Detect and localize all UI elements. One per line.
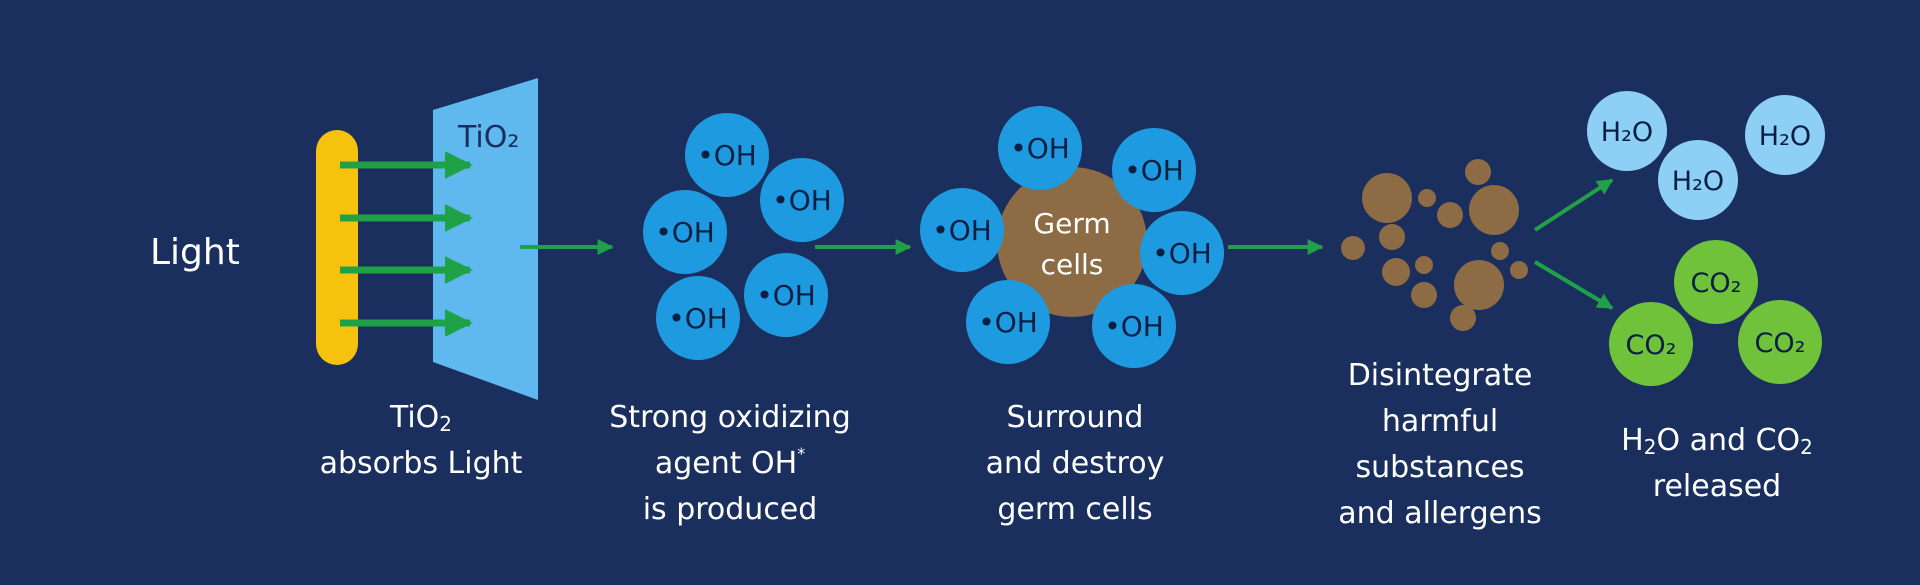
light-source-bar bbox=[316, 130, 358, 365]
oh-radical-label: •OH bbox=[655, 216, 715, 249]
caption-oxidize-line2: agent OH* bbox=[654, 444, 806, 482]
oh-radical-label: •OH bbox=[697, 139, 757, 172]
caption-surround-line1: Surround bbox=[1006, 400, 1144, 435]
oh-radical-label: •OH bbox=[1124, 154, 1184, 187]
co2-molecule-label: CO₂ bbox=[1691, 268, 1742, 299]
debris-particle bbox=[1418, 189, 1436, 207]
germ-cell-label-line1: Germ bbox=[1033, 207, 1110, 240]
germ-cell-label-line2: cells bbox=[1041, 248, 1104, 281]
co2-cluster: CO₂ CO₂ CO₂ bbox=[1609, 240, 1822, 386]
oh-radical-label: •OH bbox=[756, 279, 816, 312]
oh-radical-label: •OH bbox=[1104, 310, 1164, 343]
caption-disintegrate-line1: Disintegrate bbox=[1347, 358, 1533, 393]
oh-radical bbox=[643, 190, 727, 274]
oh-radical bbox=[920, 188, 1004, 272]
co2-molecule bbox=[1609, 302, 1693, 386]
oh-radical-cluster: •OH •OH •OH •OH •OH bbox=[643, 113, 844, 360]
light-label: Light bbox=[150, 232, 240, 273]
oh-radical bbox=[744, 253, 828, 337]
tio2-panel-label: TiO₂ bbox=[457, 120, 519, 155]
debris-particle bbox=[1411, 282, 1437, 308]
debris-particle bbox=[1450, 305, 1476, 331]
debris-particle bbox=[1465, 159, 1491, 185]
water-molecule bbox=[1587, 91, 1667, 171]
debris-particle bbox=[1415, 256, 1433, 274]
debris-particle bbox=[1341, 236, 1365, 260]
germ-attack-cluster: Germ cells •OH •OH •OH •OH •OH •OH bbox=[920, 106, 1224, 368]
water-molecule-label: H₂O bbox=[1759, 121, 1811, 152]
oh-radical bbox=[1092, 284, 1176, 368]
oh-radical-label: •OH bbox=[932, 214, 992, 247]
debris-cluster bbox=[1341, 159, 1528, 331]
caption-disintegrate-line4: and allergens bbox=[1338, 496, 1542, 531]
output-arrow-co2 bbox=[1533, 260, 1614, 310]
debris-particle bbox=[1382, 258, 1410, 286]
caption-oxidize-line3: is produced bbox=[642, 492, 818, 527]
oh-radical-label: •OH bbox=[668, 302, 728, 335]
oh-radical bbox=[1140, 211, 1224, 295]
co2-molecule bbox=[1738, 300, 1822, 384]
debris-particle bbox=[1491, 242, 1509, 260]
co2-molecule-label: CO₂ bbox=[1626, 330, 1677, 361]
water-molecule-label: H₂O bbox=[1601, 117, 1653, 148]
oh-radical bbox=[760, 158, 844, 242]
caption-disintegrate-line3: substances bbox=[1355, 450, 1525, 485]
caption-oxidize-line1: Strong oxidizing bbox=[609, 400, 851, 435]
co2-molecule-label: CO₂ bbox=[1755, 328, 1806, 359]
water-molecule bbox=[1658, 140, 1738, 220]
oh-radical-label: •OH bbox=[772, 184, 832, 217]
caption-absorb-line2: absorbs Light bbox=[319, 446, 523, 481]
caption-surround-line3: germ cells bbox=[997, 492, 1153, 527]
caption-surround-line2: and destroy bbox=[985, 446, 1165, 481]
oh-radical-label: •OH bbox=[1152, 237, 1212, 270]
oh-radical bbox=[656, 276, 740, 360]
debris-particle bbox=[1437, 202, 1463, 228]
oh-radical bbox=[1112, 128, 1196, 212]
water-molecule-label: H₂O bbox=[1672, 166, 1724, 197]
debris-particle bbox=[1469, 185, 1519, 235]
germ-cell bbox=[997, 167, 1147, 317]
output-arrow-water bbox=[1533, 178, 1614, 232]
oh-radical-label: •OH bbox=[978, 306, 1038, 339]
oh-radical bbox=[966, 280, 1050, 364]
debris-particle bbox=[1362, 173, 1412, 223]
water-molecule bbox=[1745, 95, 1825, 175]
caption-release-line2: released bbox=[1652, 469, 1782, 504]
co2-molecule bbox=[1674, 240, 1758, 324]
oh-radical-label: •OH bbox=[1010, 132, 1070, 165]
debris-particle bbox=[1379, 224, 1405, 250]
debris-particle bbox=[1454, 260, 1504, 310]
water-cluster: H₂O H₂O H₂O bbox=[1587, 91, 1825, 220]
oh-radical bbox=[685, 113, 769, 197]
caption-release-line1: H2O and CO2 bbox=[1621, 423, 1813, 459]
caption-disintegrate-line2: harmful bbox=[1381, 404, 1499, 439]
oh-radical bbox=[998, 106, 1082, 190]
caption-absorb-line1: TiO2 bbox=[389, 400, 453, 436]
debris-particle bbox=[1510, 261, 1528, 279]
